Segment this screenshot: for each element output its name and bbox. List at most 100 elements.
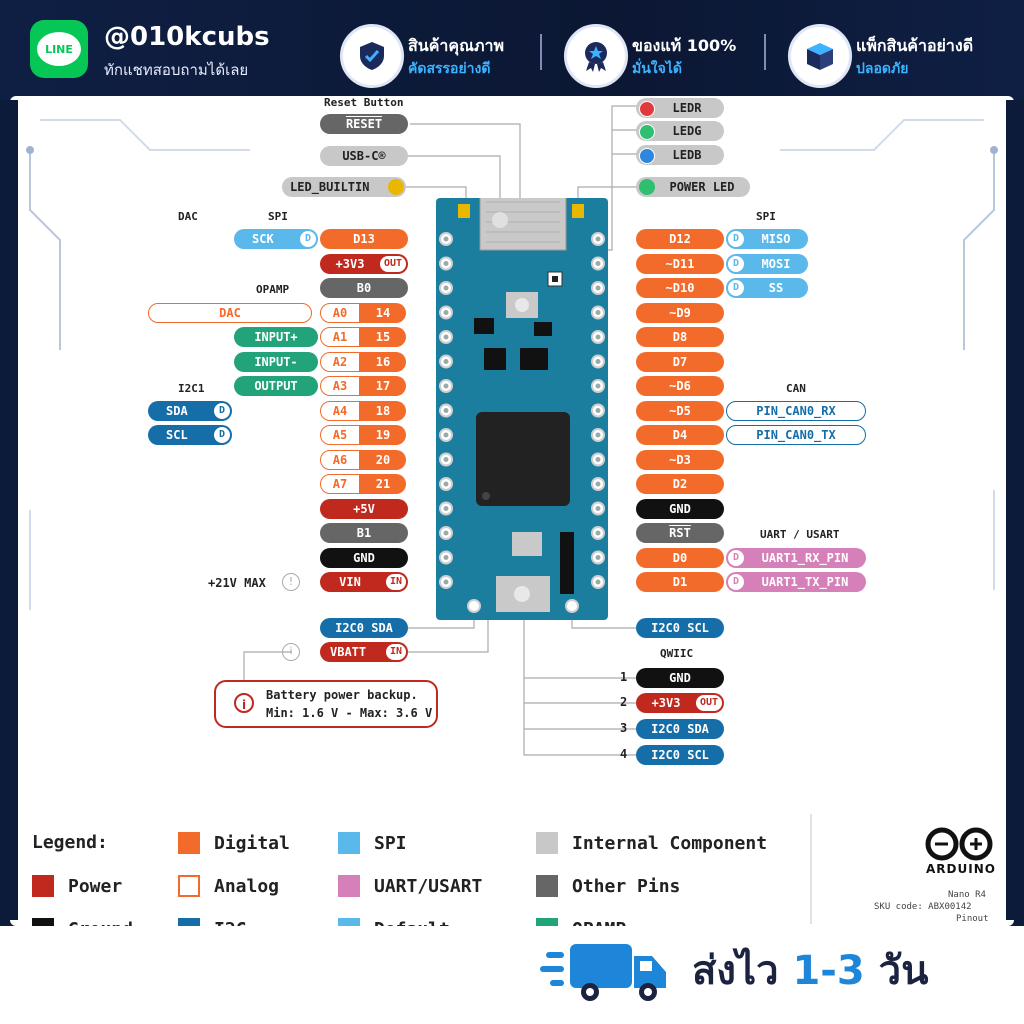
vbatt-label: VBATT	[330, 645, 367, 659]
vbatt-pill: VBATT IN	[320, 642, 408, 662]
opamp-heading: OPAMP	[256, 283, 290, 296]
qwiic-pin-gnd: GND	[636, 668, 724, 688]
legend-swatch	[178, 875, 200, 897]
qwiic-pin-number: 2	[620, 695, 628, 709]
legend-swatch	[536, 875, 558, 897]
default-tag: D	[728, 231, 744, 247]
function-label: PIN_CAN0_RX	[756, 404, 836, 418]
shield-check-icon	[340, 24, 404, 88]
battery-note-line1: Battery power backup.	[266, 688, 418, 702]
function-label: MOSI	[761, 257, 791, 271]
package-box-icon	[788, 24, 852, 88]
qwiic-pin-label: I2C0 SCL	[651, 748, 709, 762]
function-label: MISO	[761, 232, 791, 246]
arduino-nano-board	[436, 198, 608, 620]
vbatt-in-tag: IN	[385, 644, 406, 660]
default-tag: D	[728, 256, 744, 272]
pin-function-miso: D MISO	[726, 229, 808, 249]
pin-b1-pill: B1	[320, 523, 408, 543]
pin-d8-pill: D8	[636, 327, 724, 347]
legend-item-internalcomponent: Internal Component	[536, 832, 767, 854]
reset-pill: RESET	[320, 114, 408, 134]
pin-a6-number: 20	[360, 450, 406, 470]
info-icon: i	[234, 693, 254, 713]
brand-sku: SKU code: ABX00142	[874, 902, 972, 912]
pin-a3-number: 17	[360, 376, 406, 396]
default-tag: D	[728, 574, 744, 590]
legend-divider	[810, 814, 812, 924]
i2c0-sda-pill: I2C0 SDA	[320, 618, 408, 638]
battery-note-line2: Min: 1.6 V - Max: 3.6 V	[266, 706, 433, 720]
uart-heading: UART / USART	[760, 528, 840, 541]
account-name[interactable]: @010kcubs	[104, 22, 270, 52]
function-label: SS	[768, 281, 784, 295]
arduino-logo-icon	[925, 827, 993, 861]
legend-label: Power	[68, 875, 123, 897]
pin-a7-number: 21	[360, 474, 406, 494]
function-label: INPUT-	[254, 355, 298, 369]
legend-item-default: Default	[338, 918, 450, 926]
function-label: SCL	[166, 428, 188, 442]
legend-item-power: Power	[32, 875, 122, 897]
pin-function-dac: DAC	[148, 303, 312, 323]
pin-direction-tag: IN	[385, 574, 406, 590]
red-led-icon	[639, 101, 655, 117]
ledg-label: LEDG	[672, 124, 702, 138]
pin-d1-pill: D1	[636, 572, 724, 592]
info-icon: i	[282, 643, 300, 661]
ledb-pill: LEDB	[636, 145, 724, 165]
function-label: OUTPUT	[254, 379, 298, 393]
ledg-pill: LEDG	[636, 121, 724, 141]
i2c0-scl-pill: I2C0 SCL	[636, 618, 724, 638]
pin-d0-pill: D0	[636, 548, 724, 568]
pin-d12-pill: D12	[636, 229, 724, 249]
badge-quality-title: สินค้าคุณภาพ	[408, 36, 505, 55]
pin-a1-label: A1	[320, 327, 360, 347]
can-heading: CAN	[786, 382, 806, 395]
dac-heading: DAC	[178, 210, 198, 223]
delivery-truck-icon	[540, 944, 666, 1001]
qwiic-pin-i2c0scl: I2C0 SCL	[636, 745, 724, 765]
header-divider	[764, 34, 766, 70]
circuit-frame-decoration	[10, 100, 1014, 920]
line-app-icon[interactable]: LINE	[30, 20, 88, 78]
i2c1-heading: I2C1	[178, 382, 205, 395]
pin-direction-tag: OUT	[695, 695, 722, 711]
brand-name: ARDUINO	[926, 862, 996, 876]
legend-item-i2c: I2C	[178, 918, 247, 926]
legend-swatch	[338, 875, 360, 897]
spi-right-heading: SPI	[756, 210, 776, 223]
legend-item-otherpins: Other Pins	[536, 875, 680, 897]
pin-a2-number: 16	[360, 352, 406, 372]
pin-d7-pill: D7	[636, 352, 724, 372]
default-tag: D	[214, 403, 230, 419]
pin-a5-label: A5	[320, 425, 360, 445]
pin-d11-pill: ~D11	[636, 254, 724, 274]
qwiic-pin-label: I2C0 SDA	[651, 722, 709, 736]
spi-left-heading: SPI	[268, 210, 288, 223]
pin-label: GND	[353, 551, 375, 565]
badge-quality-sub: คัดสรรอย่างดี	[408, 61, 491, 77]
legend-swatch	[338, 832, 360, 854]
brand-pinout: Pinout	[956, 914, 989, 924]
pin-a0-label: A0	[320, 303, 360, 323]
pin-d10-pill: ~D10	[636, 278, 724, 298]
header-bar: LINE @010kcubs ทักแชทสอบถามได้เลย สินค้า…	[0, 0, 1024, 100]
blue-led-icon	[639, 148, 655, 164]
header-pin-hole	[565, 599, 579, 613]
ledr-pill: LEDR	[636, 98, 724, 118]
function-label: PIN_CAN0_TX	[756, 428, 836, 442]
pin-d6-pill: ~D6	[636, 376, 724, 396]
usbc-pill: USB-C®	[320, 146, 408, 166]
legend-label: UART/USART	[374, 875, 483, 897]
line-logo-text: LINE	[37, 32, 81, 66]
pin-d13-pill: D13	[320, 229, 408, 249]
pin-d3-pill: ~D3	[636, 450, 724, 470]
battery-note-box: i Battery power backup. Min: 1.6 V - Max…	[214, 680, 438, 728]
